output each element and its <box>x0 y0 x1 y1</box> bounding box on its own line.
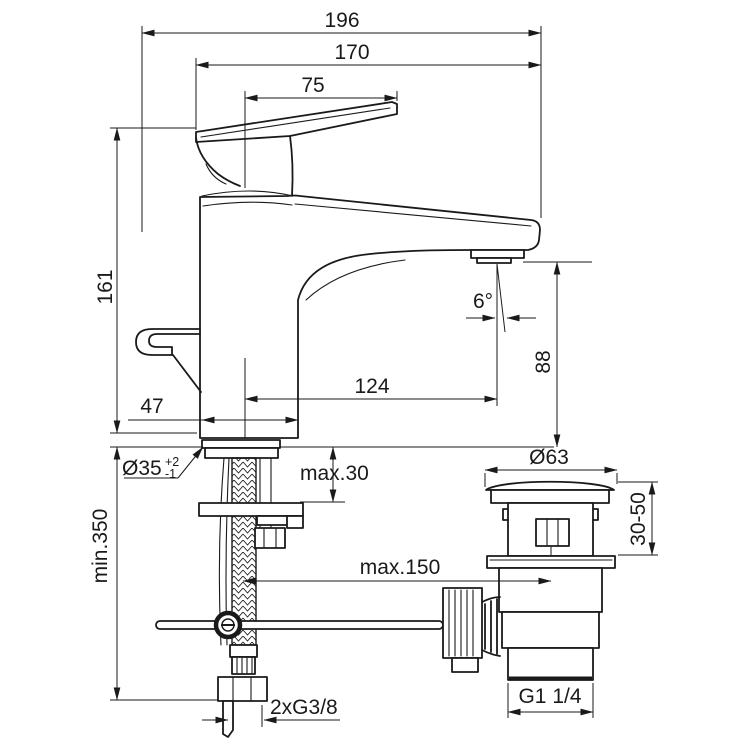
faucet-body <box>199 190 541 449</box>
deck-lines <box>110 432 554 448</box>
dim-label-o35-tol-plus: +2 <box>165 455 179 469</box>
dim-label-170: 170 <box>334 41 369 64</box>
lever-handle <box>195 101 398 197</box>
dimension-max30: max.30 <box>300 446 369 503</box>
faucet-outline <box>199 194 541 439</box>
dimension-124: 124 <box>244 358 498 438</box>
waste-body <box>498 567 603 613</box>
dimension-hole-diameter: Ø35 +2 -1 <box>122 446 204 481</box>
waste-assembly <box>442 480 616 681</box>
dim-label-47: 47 <box>140 395 163 418</box>
mounting-bracket <box>198 502 304 517</box>
dim-label-max150: max.150 <box>360 556 441 579</box>
dimension-g114: G1 1/4 <box>507 683 594 718</box>
dimension-min350: min.350 <box>89 446 218 701</box>
hose-tail <box>222 700 234 738</box>
hose-nut <box>217 676 268 702</box>
dimension-196: 196 <box>141 9 542 232</box>
waste-flange <box>490 489 610 504</box>
shank-flange <box>204 447 279 459</box>
base-plate <box>201 439 281 449</box>
dimension-75: 75 <box>244 74 398 188</box>
rod-hook <box>135 328 202 393</box>
dimension-max150: max.150 <box>242 556 552 585</box>
dim-label-max30: max.30 <box>300 462 369 485</box>
mounting-nut <box>254 527 286 549</box>
pop-up-rod <box>155 610 444 640</box>
dim-label-75: 75 <box>301 74 324 97</box>
dim-label-124: 124 <box>354 375 389 398</box>
dim-label-2xg38: 2xG3/8 <box>270 696 338 719</box>
dimension-170: 170 <box>195 41 542 130</box>
waste-tailpiece <box>507 647 594 681</box>
aerator <box>470 249 525 259</box>
dimension-2xg38: 2xG3/8 <box>202 696 340 727</box>
dim-label-o35: Ø35 <box>122 457 162 480</box>
aerator-ring <box>476 257 512 264</box>
dim-label-88: 88 <box>532 350 555 373</box>
dim-label-min350: min.350 <box>89 509 112 584</box>
dimension-30-50: 30-50 <box>618 481 658 556</box>
waste-window <box>535 518 570 547</box>
rod-attachment-nut <box>442 587 483 673</box>
dim-label-6deg: 6° <box>473 290 493 313</box>
dim-label-o63: Ø63 <box>529 446 569 469</box>
dim-label-161: 161 <box>94 269 117 304</box>
dim-label-30-50: 30-50 <box>627 492 650 546</box>
rod-bellows <box>481 596 501 657</box>
dimension-6deg: 6° <box>466 263 536 406</box>
dim-label-196: 196 <box>324 9 359 32</box>
dimension-47: 47 <box>128 395 299 424</box>
bracket-clip <box>286 515 304 529</box>
dim-label-g114: G1 1/4 <box>518 685 581 708</box>
dimension-161: 161 <box>94 127 196 434</box>
dimension-o63: Ø63 <box>484 446 618 487</box>
waste-plug <box>485 480 615 491</box>
dimension-88: 88 <box>523 261 592 448</box>
under-deck-assembly <box>198 447 304 738</box>
hose-end-fitting <box>217 644 268 738</box>
dim-label-o35-tol-minus: -1 <box>165 467 176 481</box>
waste-locknut <box>486 555 616 569</box>
